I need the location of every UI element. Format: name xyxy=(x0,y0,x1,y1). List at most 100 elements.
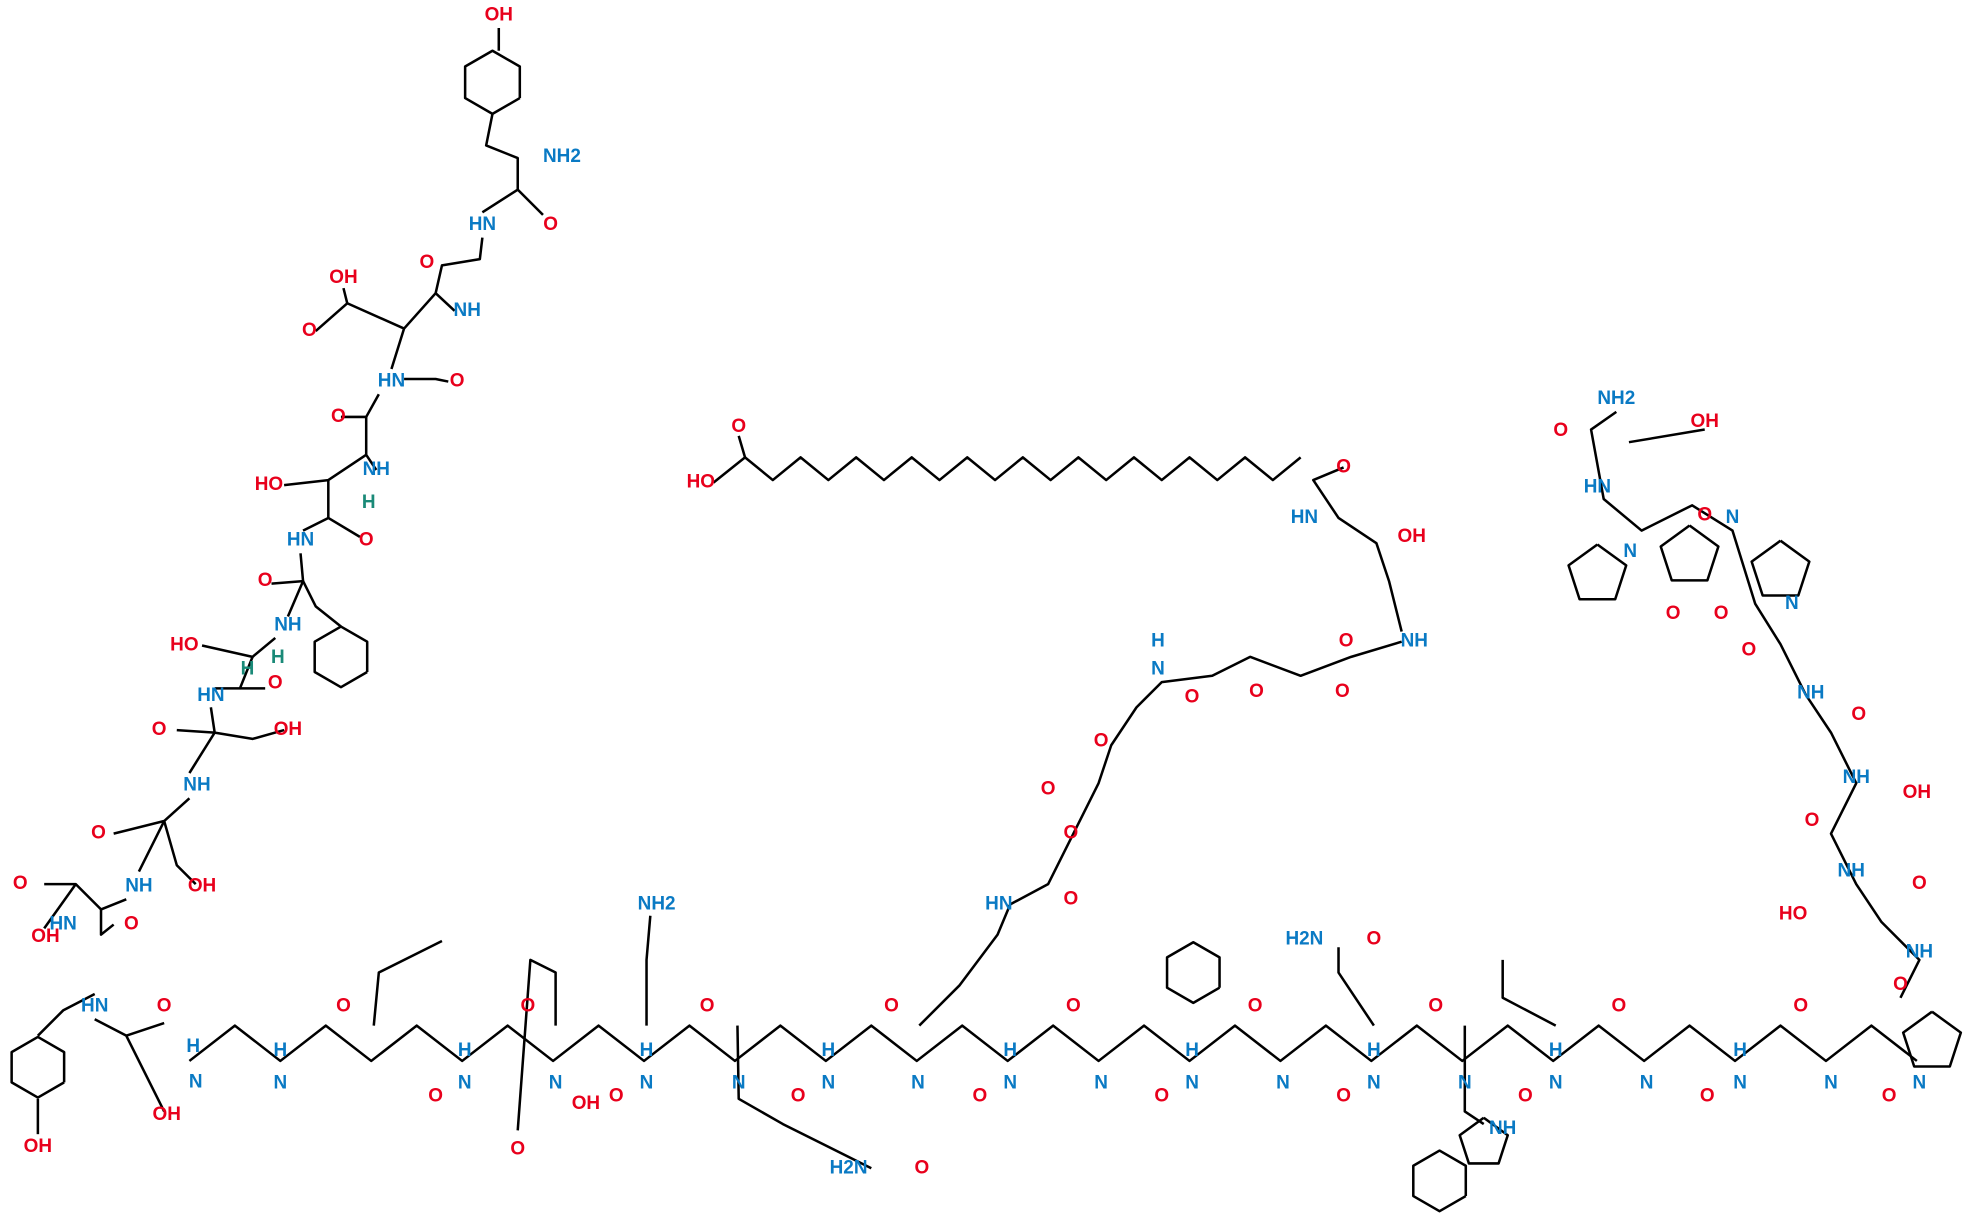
bond xyxy=(1463,1025,1485,1126)
bond xyxy=(1312,466,1403,632)
atom-label: NH2 xyxy=(1597,388,1635,409)
atom-label: N xyxy=(1726,507,1740,528)
atom-label: NH xyxy=(1489,1118,1516,1139)
atom-label: N xyxy=(1094,1073,1108,1094)
bond xyxy=(340,393,380,419)
bond xyxy=(736,1025,872,1170)
atom-label: NH xyxy=(183,775,210,796)
atom-label: N xyxy=(1733,1073,1747,1094)
atom-label: HN xyxy=(81,996,108,1017)
pyrrolidine-ring xyxy=(1750,539,1811,597)
atom-label: H2N xyxy=(830,1157,868,1178)
atom-label: O xyxy=(1697,504,1712,525)
pyrrolidine-ring xyxy=(1567,543,1628,601)
atom-label: OH xyxy=(152,1104,180,1125)
atom-label: H xyxy=(1549,1040,1563,1061)
atom-label: OH xyxy=(274,719,302,740)
atom-label: O xyxy=(124,914,139,935)
bond xyxy=(137,820,166,873)
atom-label: NH xyxy=(454,300,481,321)
atom-label: N xyxy=(1913,1073,1927,1094)
atom-label: H xyxy=(186,1036,200,1057)
atom-label: O xyxy=(1793,996,1808,1017)
atom-label: H xyxy=(241,658,255,679)
atom-label: O xyxy=(428,1085,443,1106)
atom-label: O xyxy=(1154,1085,1169,1106)
bond xyxy=(125,1021,165,1037)
phenyl-ring xyxy=(1165,940,1221,1005)
atom-label: O xyxy=(13,873,28,894)
atom-label: O xyxy=(1912,873,1927,894)
atom-label: NH xyxy=(1906,941,1933,962)
atom-label: O xyxy=(1611,996,1626,1017)
atom-label: OH xyxy=(1691,411,1719,432)
atom-label: N xyxy=(549,1073,563,1094)
indole-pyrrole-ring xyxy=(1458,1116,1510,1165)
atom-label: O xyxy=(359,530,374,551)
atom-label: O xyxy=(520,996,535,1017)
atom-label: H2N xyxy=(1285,929,1323,950)
atom-label: O xyxy=(258,570,273,591)
atom-label: O xyxy=(543,214,558,235)
atom-label: NH xyxy=(125,876,152,897)
atom-label: O xyxy=(302,320,317,341)
pyrrolidine-ring xyxy=(1901,1010,1963,1068)
bond xyxy=(162,820,197,886)
bond xyxy=(327,516,361,538)
atom-label: N xyxy=(1185,1073,1199,1094)
atom-label: HN xyxy=(1291,507,1318,528)
bond xyxy=(301,580,342,628)
bond xyxy=(113,797,191,835)
bond xyxy=(176,728,215,734)
atom-label: N xyxy=(1367,1073,1381,1094)
bond xyxy=(209,707,285,741)
bond xyxy=(481,113,519,214)
atom-label: H xyxy=(1003,1040,1017,1061)
atom-label: OH xyxy=(1398,526,1426,547)
atom-label: NH xyxy=(363,459,390,480)
atom-label: NH xyxy=(1838,861,1865,882)
bond-layer xyxy=(10,28,1963,1213)
atom-label: O xyxy=(157,996,172,1017)
atom-label: O xyxy=(152,719,167,740)
bond xyxy=(314,302,349,333)
atom-label: H xyxy=(458,1040,472,1061)
atom-label: OH xyxy=(31,926,59,947)
bond xyxy=(201,636,277,659)
atom-label: N xyxy=(1785,593,1799,614)
atom-label: N xyxy=(911,1073,925,1094)
atom-label: H xyxy=(271,647,285,668)
atom-label: N xyxy=(822,1073,836,1094)
atom-label: NH xyxy=(1797,682,1824,703)
atom-label: O xyxy=(1339,631,1354,652)
atom-label: O xyxy=(1063,888,1078,909)
bond xyxy=(286,580,305,617)
pyrrolidine-ring xyxy=(1659,524,1720,582)
atom-label: O xyxy=(1066,996,1081,1017)
atom-label: N xyxy=(1824,1073,1838,1094)
atom-label: H xyxy=(1151,631,1165,652)
atom-label: N xyxy=(1640,1073,1654,1094)
atom-label: OH xyxy=(572,1093,600,1114)
atom-label: HN xyxy=(49,914,76,935)
tyrosine-ring xyxy=(10,1035,66,1099)
atom-label: O xyxy=(791,1085,806,1106)
atom-label: O xyxy=(1666,603,1681,624)
atom-label: O xyxy=(1428,996,1443,1017)
atom-label: O xyxy=(1700,1085,1715,1106)
atom-label: O xyxy=(1518,1085,1533,1106)
atom-label: OH xyxy=(24,1136,52,1157)
bond xyxy=(1589,410,1921,999)
atom-label: O xyxy=(1336,1085,1351,1106)
atom-label: HN xyxy=(985,893,1012,914)
atom-label: HN xyxy=(287,530,314,551)
atom-label: NH2 xyxy=(543,146,581,167)
bond xyxy=(404,377,449,383)
atom-label: HO xyxy=(1779,903,1807,924)
atom-label: O xyxy=(331,406,346,427)
atom-label: N xyxy=(640,1073,654,1094)
bond xyxy=(1501,959,1557,1027)
atom-label: N xyxy=(458,1073,472,1094)
